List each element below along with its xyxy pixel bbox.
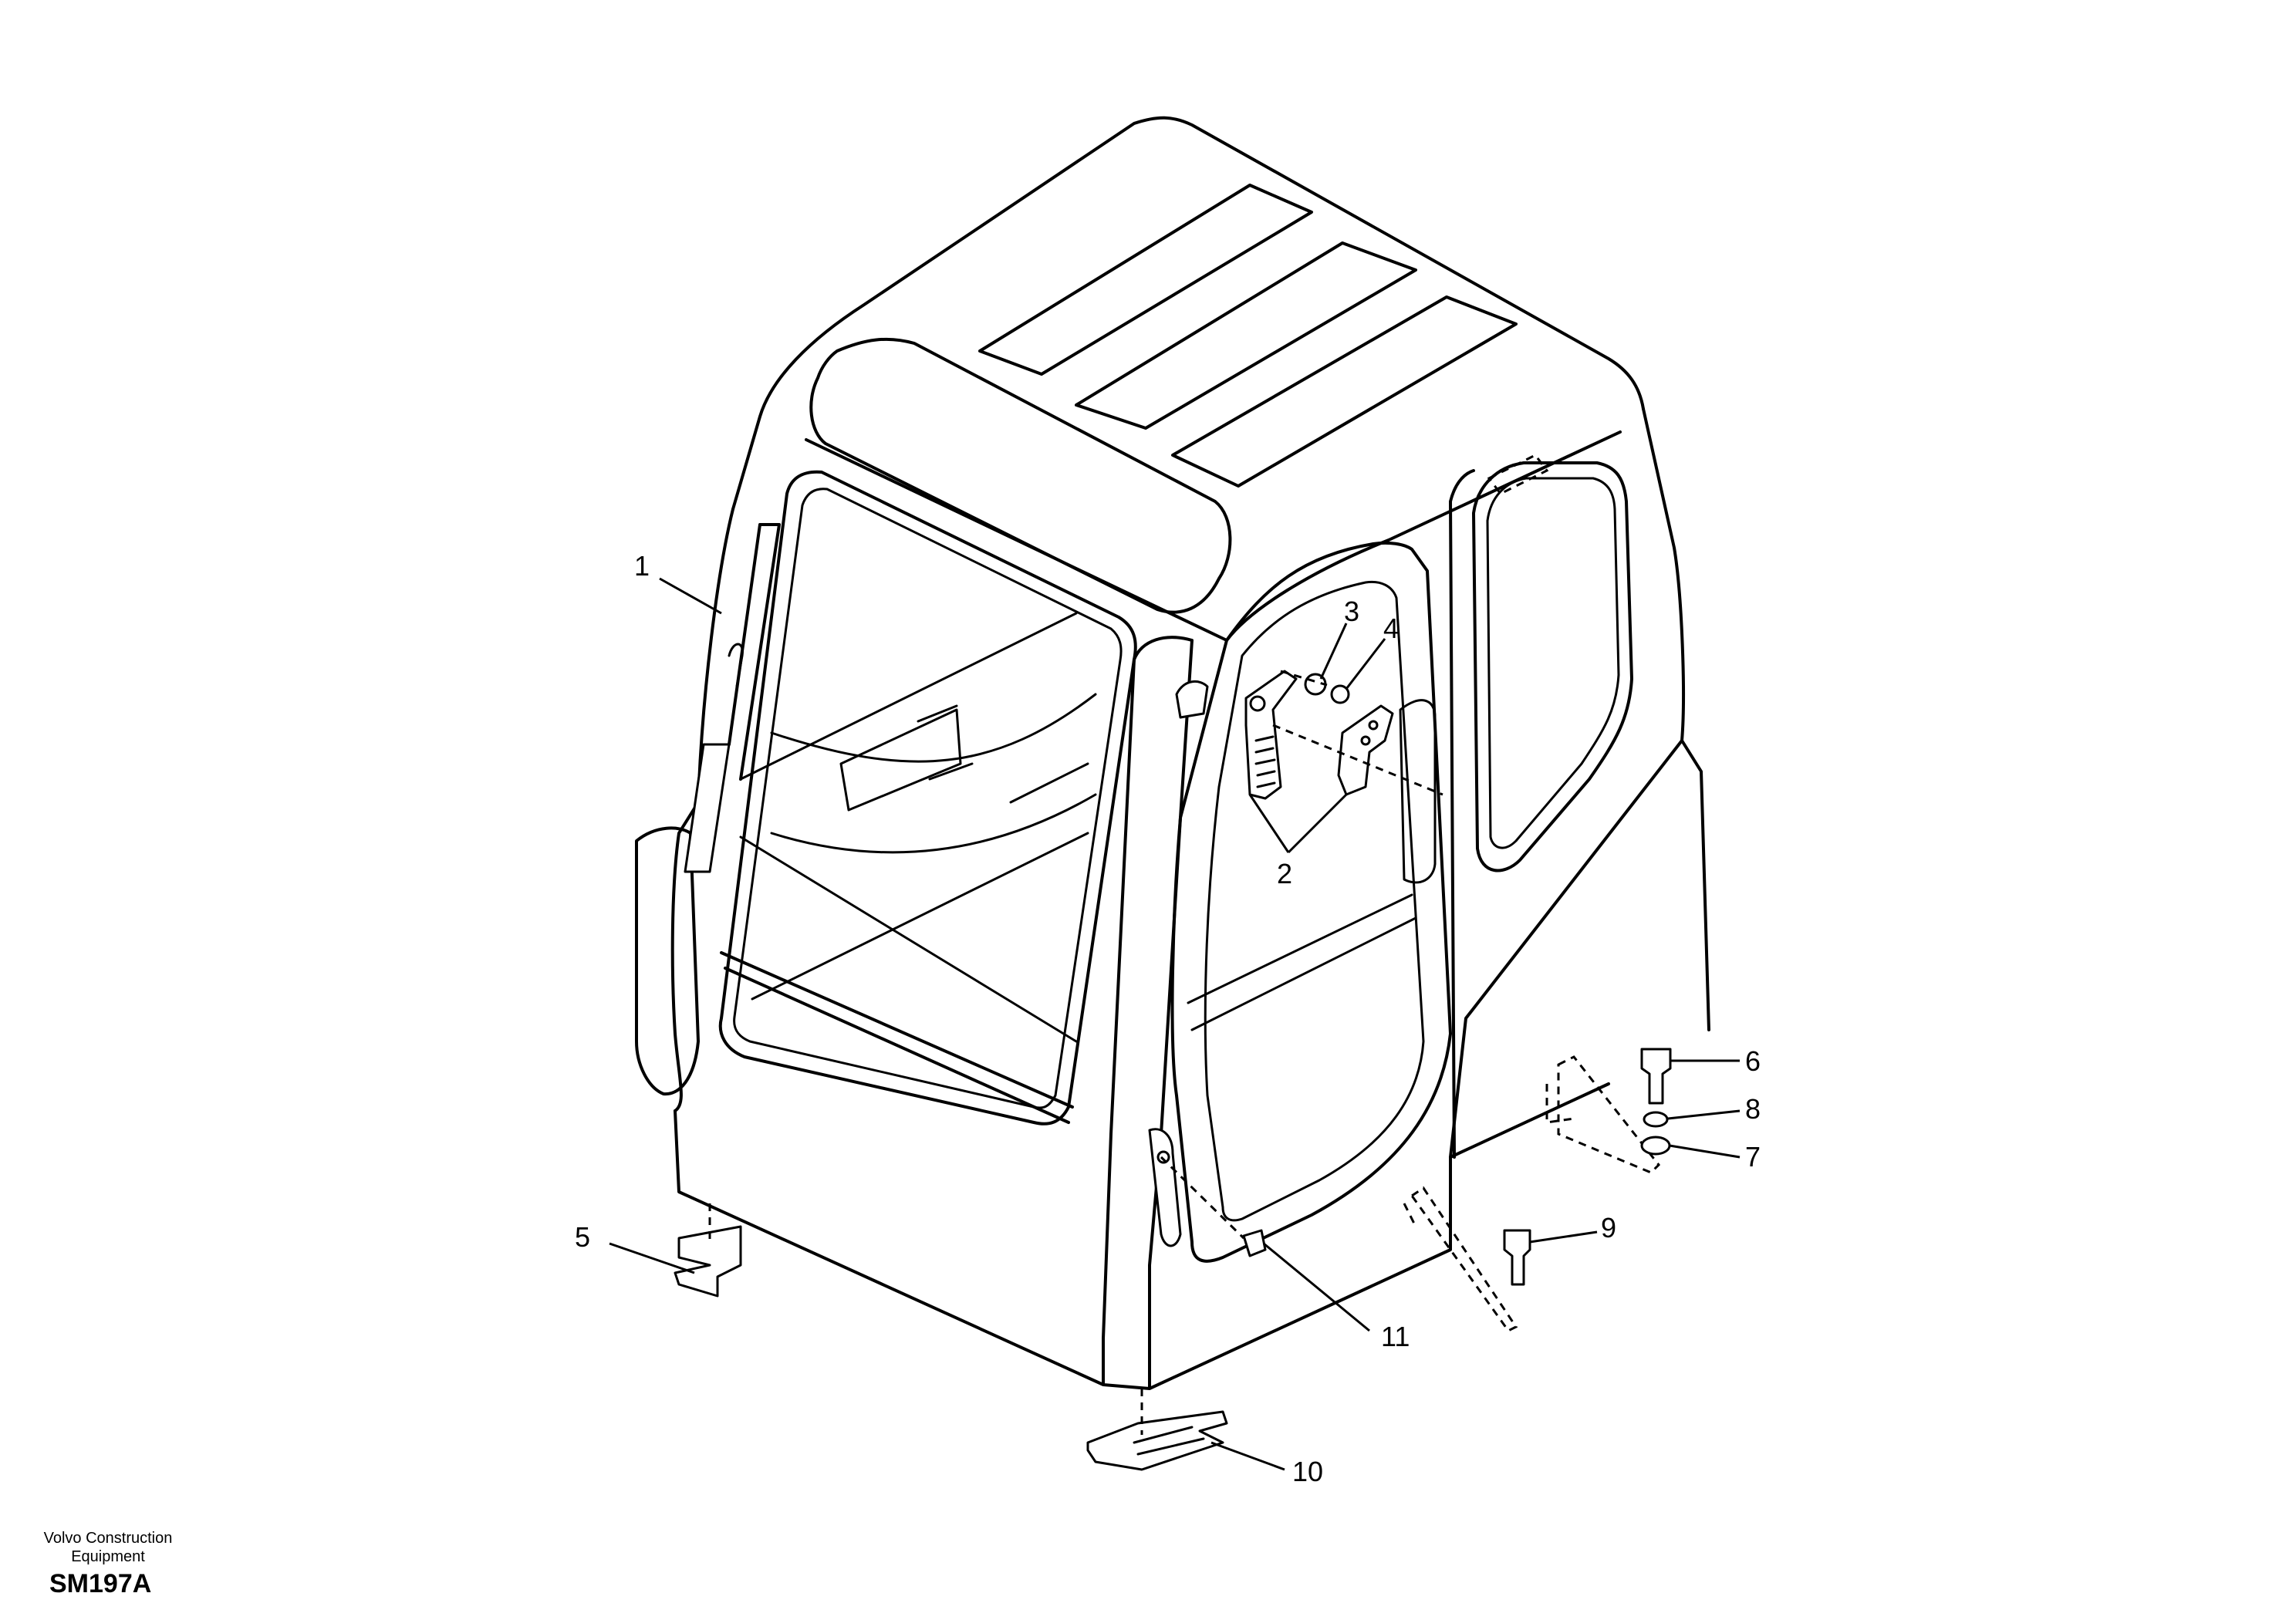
- callout-5: 5: [575, 1221, 590, 1253]
- cab-right-window: [1472, 461, 1633, 872]
- callout-11: 11: [1381, 1321, 1410, 1352]
- cab-center-pillar: [1102, 636, 1194, 1359]
- door-latch-recess: [1399, 699, 1437, 884]
- cab-front-window-inner: [733, 488, 1123, 1109]
- callout-9: 9: [1601, 1212, 1616, 1244]
- cab-front-window: [718, 470, 1137, 1126]
- cab-right-window-inner: [1486, 477, 1620, 849]
- roof-vent-3: [1171, 295, 1518, 488]
- cab-door-window: [1204, 580, 1425, 1222]
- leader-7: [1669, 1144, 1741, 1159]
- mounting-hardware: [674, 1048, 1672, 1471]
- drawing-code: SM197A: [49, 1569, 152, 1598]
- door-hinge-hole: [1156, 1150, 1170, 1164]
- shim-10-slot: [1133, 1426, 1205, 1456]
- bracket-hole-2: [1360, 735, 1371, 746]
- leader-11: [1263, 1242, 1370, 1332]
- mount-bracket-lower-dashed: [1403, 1186, 1518, 1332]
- flat-washer-7: [1640, 1136, 1671, 1156]
- wiper-arm: [728, 523, 781, 781]
- callout-7: 7: [1745, 1141, 1761, 1173]
- callout-3: 3: [1344, 596, 1359, 627]
- door-lock-bracket: [1337, 704, 1394, 796]
- pin-11: [1242, 1229, 1267, 1257]
- cab-left-skirt-panel: [635, 826, 700, 1096]
- leader-2: [1248, 793, 1348, 854]
- leader-5: [609, 1242, 695, 1274]
- bolt-6: [1640, 1048, 1672, 1105]
- mount-bracket-dashed: [1545, 1055, 1661, 1174]
- callout-6: 6: [1745, 1045, 1761, 1077]
- bracket-hole-1: [1368, 720, 1379, 731]
- cab-roof-outline: [731, 116, 1645, 511]
- publisher-line-1: Volvo Construction: [43, 1530, 173, 1547]
- bolt-9: [1503, 1229, 1531, 1286]
- shim-10: [1086, 1410, 1228, 1471]
- cab-roof-front-edge: [805, 430, 1622, 642]
- roof-vent-1: [978, 184, 1313, 376]
- cab-interior-lines: [739, 612, 1097, 1001]
- door-lock-pin: [1249, 695, 1266, 712]
- door-lock-striker-slots: [1254, 735, 1276, 788]
- leader-10: [1210, 1441, 1285, 1471]
- cab-sunroof: [809, 337, 1232, 614]
- leader-9: [1529, 1230, 1598, 1244]
- cab-right-wall: [1642, 407, 1710, 1031]
- publisher-label: Volvo Construction Equipment: [31, 1529, 185, 1566]
- lock-washer: [1330, 684, 1350, 704]
- cab-lower-skirt: [674, 1109, 1452, 1390]
- cab-cross-bar-upper: [739, 835, 1078, 1043]
- cab-door-inner-bar: [1187, 893, 1417, 1031]
- callout-10: 10: [1292, 1456, 1323, 1487]
- leader-3: [1319, 623, 1348, 680]
- door-lock-assembly: [1244, 670, 1443, 800]
- leader-1: [659, 577, 722, 615]
- callout-labels: 1 2 3 4 5 6 7 8 9 10 11: [575, 550, 1761, 1487]
- leader-8: [1667, 1109, 1741, 1120]
- callout-8: 8: [1745, 1093, 1761, 1125]
- cab-rear-marker: [1487, 454, 1549, 495]
- lock-leader-dash: [1272, 670, 1443, 796]
- door-upper-hinge: [1175, 680, 1209, 719]
- callout-2: 2: [1277, 858, 1292, 889]
- operator-cab: [635, 116, 1710, 1390]
- cab-door-outline: [1170, 541, 1452, 1263]
- cab-right-lower-edge: [1449, 739, 1683, 1159]
- publisher-line-2: Equipment: [71, 1548, 145, 1565]
- spring-washer-8: [1643, 1111, 1669, 1128]
- shim-5: [674, 1225, 742, 1298]
- wiper-blade: [684, 743, 731, 873]
- callout-4: 4: [1383, 613, 1399, 644]
- roof-vent-2: [1075, 241, 1417, 430]
- cab-rear-pillar: [1449, 469, 1475, 1159]
- wiper-hinge: [728, 643, 744, 688]
- door-lock-striker: [1244, 670, 1298, 800]
- leader-lines: [609, 577, 1741, 1471]
- callout-1: 1: [634, 550, 650, 582]
- leader-4: [1345, 638, 1386, 690]
- pin-11-leader-dash: [708, 1156, 1245, 1435]
- cab-cross-bar: [720, 951, 1074, 1124]
